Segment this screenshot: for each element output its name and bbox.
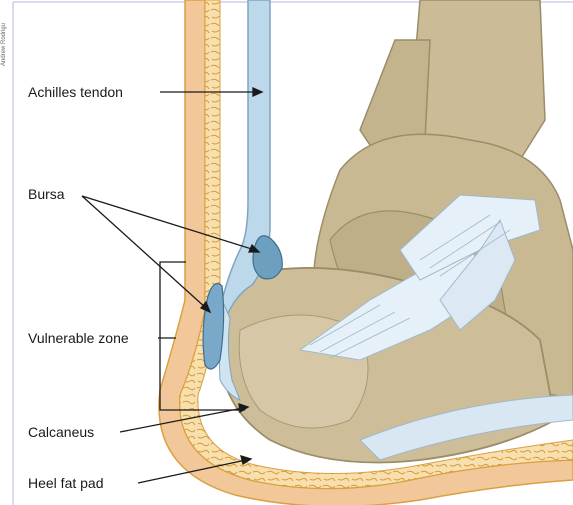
label-bursa: Bursa — [28, 186, 65, 202]
illustrator-credit: Andrew Rodrigu — [1, 23, 7, 66]
label-achilles-tendon: Achilles tendon — [28, 84, 123, 100]
retrocalcaneal-bursa — [253, 236, 282, 279]
heel-fat-pad-arrowhead — [241, 456, 251, 464]
label-heel-fat-pad: Heel fat pad — [28, 475, 104, 491]
bursa-pointer-upper — [82, 196, 255, 250]
label-calcaneus: Calcaneus — [28, 424, 94, 440]
label-vulnerable-zone: Vulnerable zone — [28, 330, 129, 346]
